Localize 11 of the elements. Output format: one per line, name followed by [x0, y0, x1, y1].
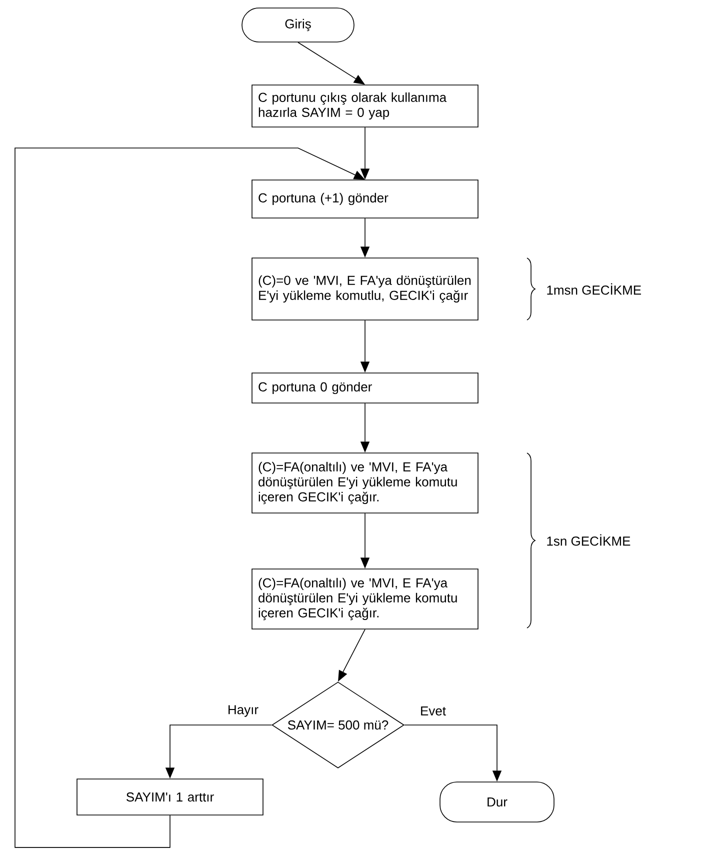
- process-box: (C)=0 ve 'MVI, E FA'ya dönüştürülen E'yi yükleme komutlu, GECIK'i çağır: [252, 258, 478, 320]
- process-box: C portuna 0 gönder: [252, 372, 478, 404]
- process-box: (C)=FA(onaltılı) ve 'MVI, E FA'ya dönüştürülen E'yi yükleme komutu içeren GECIK'i çağır.: [252, 568, 478, 630]
- process-box: SAYIM'ı 1 arttır: [76, 778, 264, 816]
- process-box: C portuna (+1) gönder: [252, 180, 478, 218]
- edge-label: Hayır: [226, 704, 260, 718]
- process-box: (C)=FA(onaltılı) ve 'MVI, E FA'ya dönüştürülen E'yi yükleme komutu içeren GECIK'i çağır.: [252, 452, 478, 514]
- bracket-label: 1sn GECİKME: [547, 534, 630, 546]
- edge-label: Evet: [419, 705, 448, 717]
- bracket-label: 1msn GECİKME: [547, 283, 641, 295]
- process-box: C portunu çıkış olarak kullanıma hazırla SAYIM = 0 yap: [252, 84, 478, 128]
